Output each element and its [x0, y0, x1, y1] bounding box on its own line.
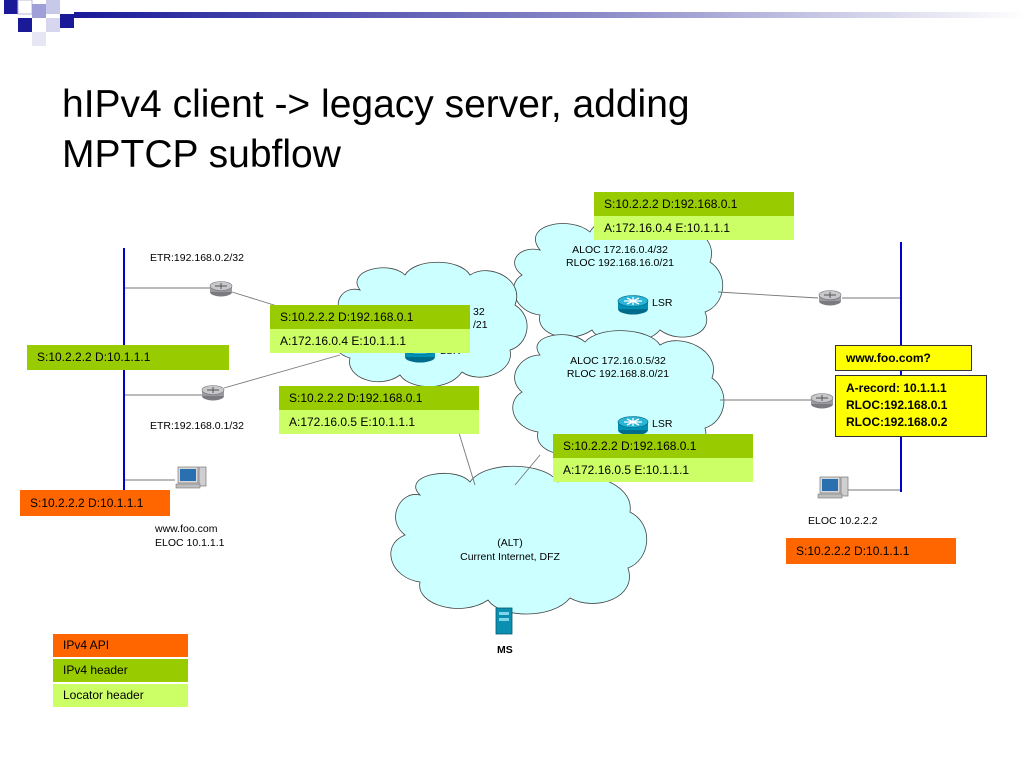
etr-top-label: ETR:192.168.0.2/32: [150, 252, 244, 264]
ms-label: MS: [497, 644, 513, 656]
cloud-middle-lsr-label: LSR: [652, 418, 673, 430]
client-eloc-label: ELOC 10.2.2.2: [808, 515, 878, 527]
map-server-icon: [495, 607, 513, 635]
etr-bottom-label: ETR:192.168.0.1/32: [150, 420, 244, 432]
page-title: hIPv4 client -> legacy server, adding MP…: [62, 80, 690, 180]
locator-header-box: A:172.16.0.5 E:10.1.1.1: [553, 458, 753, 482]
title-line-2: MPTCP subflow: [62, 133, 341, 176]
dns-query-box: www.foo.com?: [835, 345, 972, 371]
cloud-middle-rloc: RLOC 192.168.8.0/21: [566, 368, 670, 380]
router-icon: [201, 385, 225, 401]
lsr-router-icon: [617, 294, 649, 316]
header-gradient-bar: [74, 12, 1024, 18]
ipv4-header-box: S:10.2.2.2 D:10.1.1.1: [27, 345, 229, 370]
ipv4-header-box: S:10.2.2.2 D:192.168.0.1: [553, 434, 753, 458]
router-icon: [810, 393, 834, 409]
cloud-top-rloc: RLOC 192.168.16.0/21: [566, 257, 674, 269]
title-line-1: hIPv4 client -> legacy server, adding: [62, 83, 690, 126]
locator-header-box: A:172.16.0.4 E:10.1.1.1: [594, 216, 794, 240]
server-eloc-label: ELOC 10.1.1.1: [155, 537, 225, 549]
alt-label: (ALT): [497, 537, 523, 549]
lsr-router-icon: [617, 415, 649, 437]
ipv4-header-box: S:10.2.2.2 D:192.168.0.1: [270, 305, 470, 329]
cloud-top-lsr-label: LSR: [652, 297, 673, 309]
cloud-middle-aloc: ALOC 172.16.0.5/32: [570, 355, 666, 367]
cloud-left-fragment: 32: [473, 306, 485, 318]
cloud-left-fragment: /21: [473, 319, 488, 331]
locator-header-box: A:172.16.0.5 E:10.1.1.1: [279, 410, 479, 434]
legend-locator-header: Locator header: [53, 684, 188, 707]
dns-answer-box: A-record: 10.1.1.1 RLOC:192.168.0.1 RLOC…: [835, 375, 987, 437]
router-icon: [209, 281, 233, 297]
locator-header-box: A:172.16.0.4 E:10.1.1.1: [270, 329, 470, 353]
connection-lines: [124, 287, 900, 491]
client-pc-icon: [817, 476, 849, 499]
server-pc-icon: [175, 466, 207, 489]
ipv4-api-box: S:10.2.2.2 D:10.1.1.1: [786, 538, 956, 564]
cloud-alt: [390, 465, 648, 615]
dns-a-record: A-record: 10.1.1.1: [846, 381, 947, 395]
router-icon: [818, 290, 842, 306]
header-decoration-squares: [4, 0, 74, 46]
alt-sublabel: Current Internet, DFZ: [460, 551, 560, 563]
server-name-label: www.foo.com: [155, 523, 218, 535]
ipv4-header-box: S:10.2.2.2 D:192.168.0.1: [279, 386, 479, 410]
legend-ipv4-api: IPv4 API: [53, 634, 188, 657]
dns-rloc: RLOC:192.168.0.1: [846, 398, 948, 412]
cloud-top-aloc: ALOC 172.16.0.4/32: [572, 244, 668, 256]
ipv4-api-box: S:10.2.2.2 D:10.1.1.1: [20, 490, 170, 516]
ipv4-header-box: S:10.2.2.2 D:192.168.0.1: [594, 192, 794, 216]
legend-ipv4-header: IPv4 header: [53, 659, 188, 682]
dns-rloc: RLOC:192.168.0.2: [846, 415, 948, 429]
